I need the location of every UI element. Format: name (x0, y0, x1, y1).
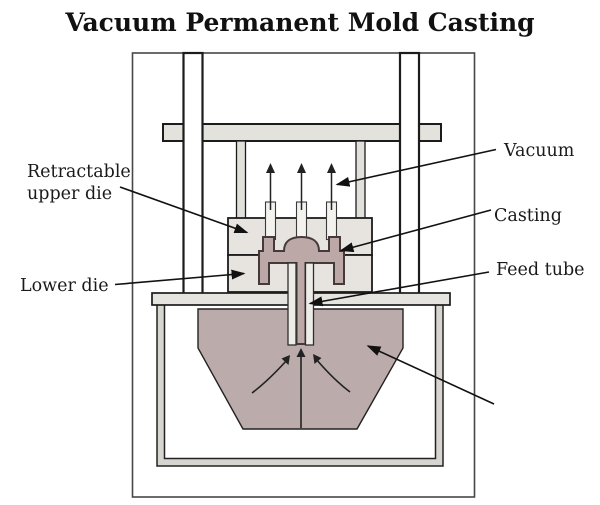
feed-tube-wall-right (304, 262, 315, 346)
feed-tube-wall-left (287, 262, 297, 346)
label-vacuum: Vacuum (503, 141, 575, 161)
leader-lower-die (114, 269, 246, 286)
vacuum-arrowhead-center (297, 163, 306, 173)
metal-flow-arrowhead-center (296, 348, 306, 357)
vacuum-arrows (266, 163, 336, 210)
leader-vacuum (335, 148, 497, 187)
metal-flow-arrowhead-left (281, 355, 290, 365)
leader-casting (339, 209, 492, 253)
leader-feed-tube (308, 271, 490, 307)
metal-flow-arrowhead-right (313, 354, 322, 364)
vacuum-arrowhead-right (327, 163, 336, 173)
label-retractable-upper-die-line1: Retractable (27, 162, 131, 182)
leader-retractable-upper-die (119, 186, 249, 234)
label-feed-tube: Feed tube (496, 260, 585, 280)
crossbar (162, 123, 442, 142)
label-casting: Casting (494, 206, 562, 226)
label-retractable-upper-die-line2: upper die (27, 184, 112, 204)
diagram-title: Vacuum Permanent Mold Casting (64, 8, 534, 37)
rod-left (235, 140, 247, 220)
support-column-right (398, 51, 421, 298)
label-lower-die: Lower die (20, 276, 109, 296)
leader-molten-metal (366, 345, 495, 405)
vacuum-arrowhead-left (266, 163, 275, 173)
support-column-left (182, 51, 204, 298)
metal-flow-arrows (251, 348, 351, 428)
metal-flow-arrow-right (315, 358, 351, 393)
metal-flow-arrow-left (251, 359, 288, 394)
